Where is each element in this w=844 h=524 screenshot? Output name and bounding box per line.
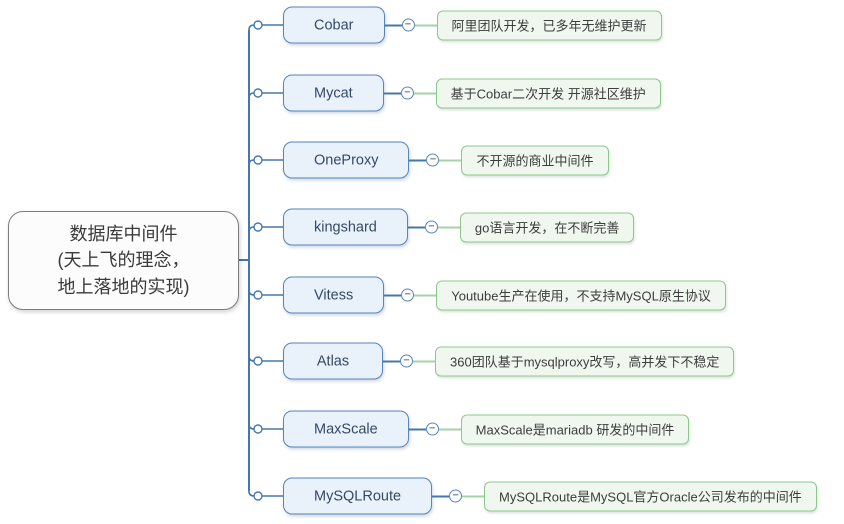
topic-mycat[interactable]: Mycat <box>283 74 384 112</box>
note-connector-line <box>438 428 461 430</box>
collapse-icon[interactable]: − <box>425 422 439 436</box>
root-topic-line: (天上飞的理念， <box>57 250 190 271</box>
topic-connector-line <box>409 159 427 161</box>
topic-kingshard[interactable]: kingshard <box>283 208 408 246</box>
topic-connector-line <box>384 24 402 26</box>
branch-row: Atlas − 360团队基于mysqlproxy改写，高并发下不稳定 <box>283 342 735 380</box>
note-connector-line <box>414 294 437 296</box>
note-vitess[interactable]: Youtube生产在使用，不支持MySQL原生协议 <box>436 280 726 310</box>
branch-row: kingshard − go语言开发，在不断完善 <box>283 208 635 246</box>
collapse-icon[interactable]: − <box>400 86 414 100</box>
topic-atlas[interactable]: Atlas <box>283 342 383 380</box>
note-connector-line <box>439 159 462 161</box>
root-topic-line: 地上落地的实现) <box>57 276 190 297</box>
note-mycat[interactable]: 基于Cobar二次开发 开源社区维护 <box>435 78 661 108</box>
collapse-icon[interactable]: − <box>424 220 438 234</box>
topic-connector-line <box>384 294 402 296</box>
note-connector-line <box>462 495 485 497</box>
branch-row: MaxScale − MaxScale是mariadb 研发的中间件 <box>283 410 690 448</box>
note-oneproxy[interactable]: 不开源的商业中间件 <box>461 145 609 175</box>
root-topic[interactable]: 数据库中间件 (天上飞的理念， 地上落地的实现) <box>8 211 239 310</box>
branch-row: Cobar − 阿里团队开发，已多年无维护更新 <box>283 6 662 44</box>
note-kingshard[interactable]: go语言开发，在不断完善 <box>459 212 635 242</box>
branch-handles <box>253 20 263 501</box>
topic-mysqlroute[interactable]: MySQLRoute <box>283 477 433 515</box>
topic-connector-line <box>407 226 425 228</box>
collapse-icon[interactable]: − <box>401 288 415 302</box>
note-maxscale[interactable]: MaxScale是mariadb 研发的中间件 <box>460 414 690 444</box>
note-connector-line <box>413 360 435 362</box>
note-connector-line <box>414 24 437 26</box>
note-connector-line <box>437 226 460 228</box>
note-mysqlroute[interactable]: MySQLRoute是MySQL官方Oracle公司发布的中间件 <box>484 481 817 511</box>
root-topic-line: 数据库中间件 <box>69 224 178 245</box>
topic-connector-line <box>383 92 401 94</box>
topic-connector-line <box>408 428 426 430</box>
collapse-icon[interactable]: − <box>426 153 440 167</box>
collapse-icon[interactable]: − <box>400 354 413 368</box>
branch-row: OneProxy − 不开源的商业中间件 <box>283 141 609 179</box>
note-connector-line <box>413 92 436 94</box>
topic-oneproxy[interactable]: OneProxy <box>283 141 410 179</box>
topic-connector-line <box>432 495 450 497</box>
note-atlas[interactable]: 360团队基于mysqlproxy改写，高并发下不稳定 <box>435 346 735 376</box>
branch-row: Vitess − Youtube生产在使用，不支持MySQL原生协议 <box>283 276 726 314</box>
topic-vitess[interactable]: Vitess <box>283 276 385 314</box>
branch-row: MySQLRoute − MySQLRoute是MySQL官方Oracle公司发… <box>283 477 817 515</box>
topic-connector-line <box>383 360 400 362</box>
collapse-icon[interactable]: − <box>449 489 463 503</box>
topic-cobar[interactable]: Cobar <box>283 6 385 44</box>
note-cobar[interactable]: 阿里团队开发，已多年无维护更新 <box>436 10 662 40</box>
branch-row: Mycat − 基于Cobar二次开发 开源社区维护 <box>283 74 661 112</box>
topic-maxscale[interactable]: MaxScale <box>283 410 409 448</box>
collapse-icon[interactable]: − <box>401 18 415 32</box>
